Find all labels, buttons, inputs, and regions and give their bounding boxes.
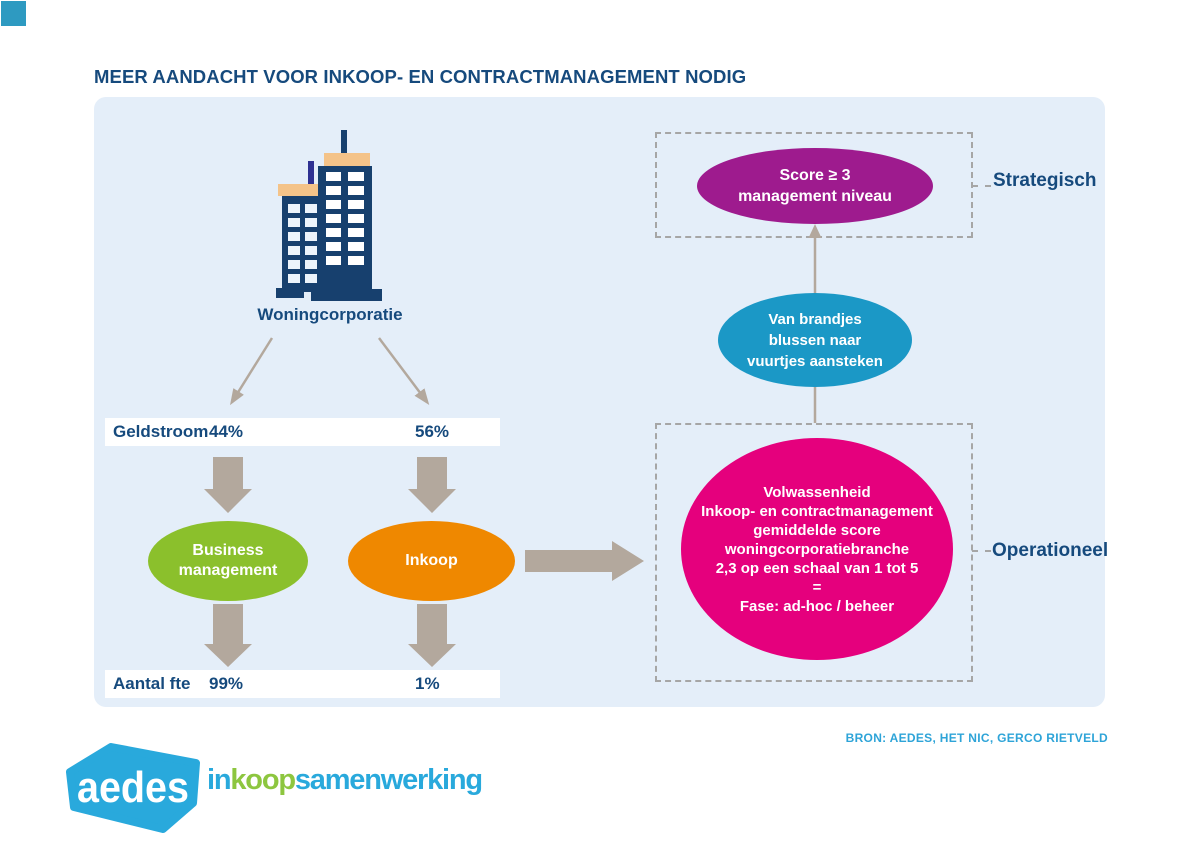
escalation-arrowhead-up: [808, 224, 822, 238]
inkoop-label: Inkoop: [405, 552, 458, 569]
down-arrow-fte-right: [408, 604, 456, 667]
transition-line-3: vuurtjes aansteken: [747, 352, 883, 370]
aedes-logo-text: aedes: [77, 763, 189, 812]
strategic-line-2: management niveau: [738, 188, 892, 205]
corner-accent-square: [1, 1, 26, 26]
geldstroom-left-value: 44%: [209, 422, 244, 441]
transition-line-2: blussen naar: [768, 331, 862, 349]
wordmark-samenwerking: samenwerking: [294, 764, 483, 796]
geldstroom-right-value: 56%: [415, 422, 450, 441]
inkoop-ellipse: Inkoop: [348, 521, 515, 601]
down-arrow-inkoop: [408, 457, 456, 513]
maturity-line-5: 2,3 op een schaal van 1 tot 5: [715, 559, 919, 577]
aedes-logo: aedes: [66, 743, 200, 833]
maturity-line-2: Inkoop- en contractmanagement: [701, 502, 933, 520]
strategic-line-1: Score ≥ 3: [779, 167, 851, 184]
business-management-ellipse: Business management: [148, 521, 308, 601]
down-arrow-business: [204, 457, 252, 513]
maturity-line-1: Volwassenheid: [763, 483, 871, 501]
strategisch-connector-line: [972, 185, 991, 187]
fte-label: Aantal fte: [113, 674, 191, 693]
maturity-line-4: woningcorporatiebranche: [724, 540, 910, 558]
fte-bar: Aantal fte 99% 1%: [105, 670, 500, 698]
page-title: MEER AANDACHT VOOR INKOOP- EN CONTRACTMA…: [94, 66, 747, 87]
fte-right-value: 1%: [415, 674, 440, 693]
strategisch-label: Strategisch: [993, 170, 1097, 191]
business-line-2: management: [178, 562, 278, 579]
maturity-line-7: Fase: ad-hoc / beheer: [739, 597, 895, 615]
down-arrow-fte-left: [204, 604, 252, 667]
building-icon: [276, 130, 382, 301]
building-label: Woningcorporatie: [257, 305, 403, 324]
transition-ellipse: Van brandjes blussen naar vuurtjes aanst…: [718, 293, 912, 387]
fte-left-value: 99%: [209, 674, 244, 693]
diagram-panel: [94, 97, 1105, 707]
business-line-1: Business: [192, 542, 264, 559]
strategic-score-ellipse: Score ≥ 3 management niveau: [697, 148, 933, 224]
maturity-ellipse: Volwassenheid Inkoop- en contractmanagem…: [681, 438, 953, 660]
money-split-arrow-left: [230, 337, 274, 406]
wordmark-koop: koop: [230, 764, 296, 796]
money-split-arrow-right: [378, 337, 430, 405]
operationeel-label: Operationeel: [992, 540, 1109, 561]
geldstroom-label: Geldstroom: [113, 422, 209, 441]
source-text: BRON: AEDES, HET NIC, GERCO RIETVELD: [845, 731, 1108, 745]
maturity-line-6: =: [812, 578, 822, 596]
transition-line-1: Van brandjes: [768, 310, 862, 328]
operationeel-dashed-box: [655, 423, 973, 682]
maturity-line-3: gemiddelde score: [753, 521, 881, 539]
aedes-logo-shape: [66, 743, 200, 833]
operationeel-connector-line: [972, 550, 991, 552]
wordmark-in: in: [207, 764, 232, 796]
maturity-arrow-right: [525, 541, 644, 581]
inkoopsamenwerking-wordmark: inkoopsamenwerking: [207, 764, 483, 797]
geldstroom-bar: Geldstroom 44% 56%: [105, 418, 500, 446]
